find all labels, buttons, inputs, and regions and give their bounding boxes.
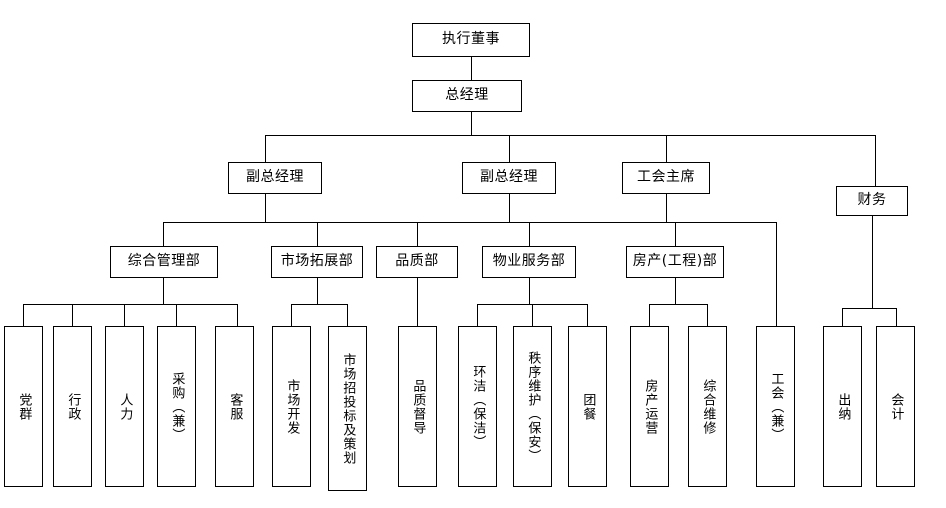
connector-c-tier3-drop-prop <box>529 222 530 246</box>
connector-c-reng-bus <box>649 304 707 305</box>
node-exec-director[interactable]: 执行董事 <box>412 23 530 57</box>
node-general-manager[interactable]: 总经理 <box>412 80 522 112</box>
node-label-leaf-maintenance: 综合维修 <box>700 378 716 435</box>
node-leaf-security[interactable]: 秩序维护（保安） <box>513 326 552 487</box>
connector-c-mkt-l1 <box>291 304 292 326</box>
node-union-chairman[interactable]: 工会主席 <box>622 162 710 194</box>
connector-c-fin-drop <box>872 216 873 308</box>
connector-c-admin-l4 <box>176 304 177 326</box>
node-label-leaf-customer-svc: 客服 <box>227 392 243 421</box>
connector-c-admin-l2 <box>72 304 73 326</box>
node-leaf-accountant[interactable]: 会计 <box>876 326 915 487</box>
connector-c-tier2-drop-dgm2 <box>509 135 510 162</box>
node-leaf-realestate-ops[interactable]: 房产运营 <box>630 326 669 487</box>
node-leaf-union[interactable]: 工会（兼） <box>756 326 795 487</box>
node-leaf-administration[interactable]: 行政 <box>53 326 92 487</box>
node-label-dept-general-admin: 综合管理部 <box>127 253 201 270</box>
node-leaf-quality-super[interactable]: 品质督导 <box>398 326 437 487</box>
connector-c-union-drop <box>666 194 667 222</box>
node-leaf-catering[interactable]: 团餐 <box>568 326 607 487</box>
connector-c-fin-l1 <box>842 308 843 326</box>
node-label-leaf-cleaning: 环洁（保洁） <box>470 364 486 449</box>
connector-c-reng-l2 <box>707 304 708 326</box>
node-leaf-maintenance[interactable]: 综合维修 <box>688 326 727 487</box>
node-finance[interactable]: 财务 <box>836 186 908 216</box>
node-label-deputy-gm-2: 副总经理 <box>480 169 538 186</box>
node-label-dept-property-svc: 物业服务部 <box>492 253 566 270</box>
connector-c-prop-l3 <box>587 304 588 326</box>
connector-c-tier3-drop-admin <box>163 222 164 246</box>
node-label-leaf-bidding-plan: 市场招投标及策划 <box>340 352 356 465</box>
connector-c-tier2-drop-dgm1 <box>265 135 266 162</box>
node-label-leaf-cashier: 出纳 <box>835 392 851 421</box>
node-leaf-human-resource[interactable]: 人力 <box>105 326 144 487</box>
node-label-leaf-catering: 团餐 <box>580 392 596 421</box>
node-label-deputy-gm-1: 副总经理 <box>246 169 304 186</box>
node-leaf-customer-svc[interactable]: 客服 <box>215 326 254 487</box>
node-label-dept-quality: 品质部 <box>395 253 439 270</box>
connector-c-tier3-drop-union <box>776 222 777 326</box>
connector-c-admin-l1 <box>23 304 24 326</box>
connector-c-fin-l2 <box>896 308 897 326</box>
connector-c-mkt-drop <box>317 278 318 304</box>
connector-c-mkt-bus <box>291 304 347 305</box>
connector-c-prop-drop <box>529 278 530 304</box>
node-label-leaf-quality-super: 品质督导 <box>410 378 426 435</box>
connector-c-admin-l3 <box>124 304 125 326</box>
connector-c-admin-l5 <box>237 304 238 326</box>
node-dept-general-admin[interactable]: 综合管理部 <box>110 246 218 278</box>
node-label-leaf-security: 秩序维护（保安） <box>525 350 541 463</box>
node-deputy-gm-1[interactable]: 副总经理 <box>228 162 322 194</box>
node-dept-realestate-eng[interactable]: 房产(工程)部 <box>626 246 724 278</box>
node-leaf-bidding-plan[interactable]: 市场招投标及策划 <box>328 326 367 491</box>
connector-c-tier3-drop-reng <box>675 222 676 246</box>
connector-c-exec-to-gm <box>471 57 472 80</box>
node-leaf-market-develop[interactable]: 市场开发 <box>272 326 311 487</box>
connector-c-tier3-drop-mkt <box>317 222 318 246</box>
connector-c-admin-bus <box>23 304 237 305</box>
connector-c-gm-drop <box>471 112 472 135</box>
connector-c-fin-bus <box>842 308 896 309</box>
connector-c-dgm2-drop <box>509 194 510 222</box>
connector-c-admin-drop <box>163 278 164 304</box>
node-dept-property-svc[interactable]: 物业服务部 <box>482 246 576 278</box>
node-label-leaf-party-mass: 党群 <box>16 392 32 421</box>
node-dept-market-dev[interactable]: 市场拓展部 <box>271 246 363 278</box>
node-label-finance: 财务 <box>857 192 887 209</box>
node-leaf-procurement[interactable]: 采购（兼） <box>157 326 196 487</box>
node-label-general-manager: 总经理 <box>445 87 489 104</box>
node-label-leaf-realestate-ops: 房产运营 <box>642 378 658 435</box>
node-label-dept-realestate-eng: 房产(工程)部 <box>632 253 718 270</box>
connector-c-tier3-bus <box>163 222 777 223</box>
node-dept-quality[interactable]: 品质部 <box>376 246 458 278</box>
node-label-union-chairman: 工会主席 <box>637 169 695 186</box>
connector-c-tier2-bus <box>265 135 876 136</box>
node-label-leaf-union: 工会（兼） <box>768 371 784 442</box>
node-label-leaf-procurement: 采购（兼） <box>169 371 185 442</box>
node-label-dept-market-dev: 市场拓展部 <box>280 253 354 270</box>
node-label-leaf-accountant: 会计 <box>888 392 904 421</box>
node-leaf-party-mass[interactable]: 党群 <box>4 326 43 487</box>
connector-c-mkt-l2 <box>347 304 348 326</box>
node-label-exec-director: 执行董事 <box>442 31 500 48</box>
connector-c-tier2-drop-union <box>666 135 667 162</box>
connector-c-reng-l1 <box>649 304 650 326</box>
connector-c-prop-l1 <box>477 304 478 326</box>
node-label-leaf-administration: 行政 <box>65 392 81 421</box>
node-label-leaf-market-develop: 市场开发 <box>284 378 300 435</box>
node-leaf-cleaning[interactable]: 环洁（保洁） <box>458 326 497 487</box>
connector-c-tier3-drop-qual <box>417 222 418 246</box>
connector-c-prop-l2 <box>532 304 533 326</box>
node-leaf-cashier[interactable]: 出纳 <box>823 326 862 487</box>
node-deputy-gm-2[interactable]: 副总经理 <box>462 162 556 194</box>
connector-c-tier2-drop-fin <box>875 135 876 186</box>
connector-c-qual-drop <box>417 278 418 326</box>
connector-c-reng-drop <box>675 278 676 304</box>
connector-c-dgm1-drop <box>265 194 266 222</box>
node-label-leaf-human-resource: 人力 <box>117 392 133 421</box>
